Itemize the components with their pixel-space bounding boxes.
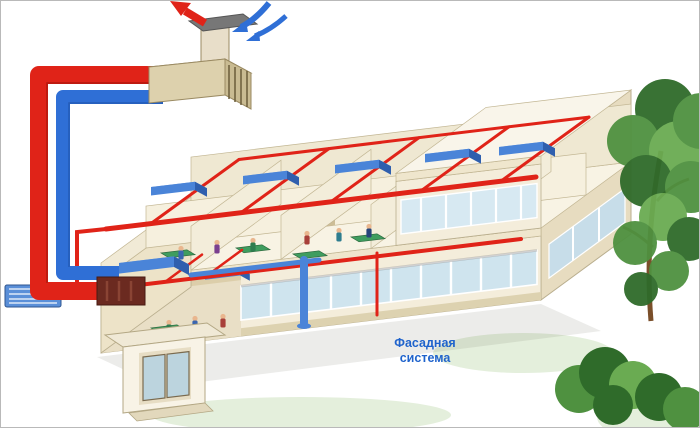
facade-label-line-1: Фасадная <box>394 336 455 350</box>
ground-patches <box>151 333 699 427</box>
air-handling-unit <box>147 58 253 110</box>
ahu-grille <box>228 65 248 107</box>
window-band-upper <box>400 182 538 235</box>
entrance-porch <box>103 322 227 422</box>
exhaust-air-arrow-icon <box>170 1 208 27</box>
window-band-ground <box>240 249 538 322</box>
facade-label-line-2: система <box>400 351 452 365</box>
end-window-ground <box>548 187 626 280</box>
shrubs <box>555 347 699 427</box>
supply-pipe-network-lower <box>137 237 523 317</box>
tree-foliage <box>607 79 699 306</box>
extract-duct-lower <box>188 256 322 329</box>
blue-riser-duct <box>56 90 163 280</box>
red-riser-duct <box>30 66 163 300</box>
supply-pipe-network-upper <box>75 115 591 293</box>
facade-system-label: Фасадная система <box>394 336 455 365</box>
end-window-mullions <box>572 207 600 261</box>
building-shadow <box>97 304 601 387</box>
tree <box>607 79 699 322</box>
stack-cap <box>187 13 259 32</box>
exhaust-fan-unit <box>96 276 146 306</box>
entrance-door <box>142 353 166 402</box>
intake-air-arrows-icon <box>232 1 288 41</box>
entrance-door <box>166 350 190 399</box>
